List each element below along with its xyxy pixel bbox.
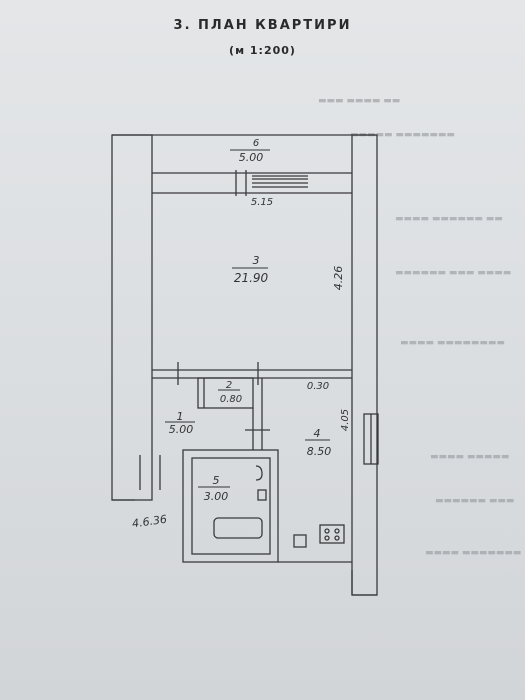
bleed-through-text: ▬▬▬▬▬▬ ▬▬▬ — [435, 496, 515, 506]
balcony-width: 5.15 — [251, 197, 273, 208]
bleed-through-text: ▬▬▬▬▬ ▬▬▬▬▬▬▬ — [350, 130, 455, 140]
scale-label: (м 1:200) — [229, 44, 296, 57]
stove-icon — [319, 524, 345, 544]
bleed-through-text: ▬▬▬▬ ▬▬▬▬▬ — [430, 452, 510, 462]
left-outer-wall — [111, 134, 153, 501]
bleed-through-text: ▬▬▬▬ ▬▬▬▬▬▬▬▬ — [400, 338, 505, 348]
room-4-area: 8.50 — [307, 445, 332, 458]
room-5-area: 3.00 — [204, 490, 229, 503]
room-5-number: 5 — [213, 474, 220, 487]
bathtub-icon — [213, 517, 263, 539]
bleed-through-text: ▬▬▬▬ ▬▬▬▬▬▬ ▬▬ — [395, 214, 503, 224]
room-1-number: 1 — [177, 410, 184, 423]
bottom-left-dimension: 4.6.36 — [131, 513, 167, 531]
room-2-area: 0.80 — [220, 394, 242, 405]
room-4-number: 4 — [314, 427, 321, 440]
stove-burner-icon — [324, 535, 330, 541]
pantry-wall — [197, 377, 254, 409]
right-outer-wall — [351, 134, 378, 596]
stove-burner-icon — [324, 528, 330, 534]
sink-icon — [255, 465, 263, 481]
bathroom-inner-wall — [191, 457, 271, 555]
bathroom-wall — [182, 449, 279, 563]
kitchen-sink-icon — [293, 534, 307, 548]
room-3-number: 3 — [253, 254, 260, 267]
room-2-number: 2 — [226, 380, 232, 391]
room-6-area: 5.00 — [239, 151, 264, 164]
stove-burner-icon — [334, 535, 340, 541]
bleed-through-text: ▬▬▬ ▬▬▬▬ ▬▬ — [318, 96, 401, 106]
room-4-length: 4.05 — [340, 409, 351, 431]
bleed-through-text: ▬▬▬▬ ▬▬▬▬▬▬▬ — [425, 548, 522, 558]
room-3-area: 21.90 — [234, 271, 269, 285]
room-3-length: 4.26 — [332, 266, 345, 291]
pantry-width: 0.30 — [307, 381, 329, 392]
stove-burner-icon — [334, 528, 340, 534]
room-1-area: 5.00 — [169, 423, 194, 436]
toilet-icon — [257, 489, 267, 501]
page-title: 3. ПЛАН КВАРТИРИ — [173, 18, 352, 33]
room-6-number: 6 — [253, 138, 259, 149]
bleed-through-text: ▬▬▬▬▬▬ ▬▬▬ ▬▬▬▬ — [395, 268, 512, 278]
